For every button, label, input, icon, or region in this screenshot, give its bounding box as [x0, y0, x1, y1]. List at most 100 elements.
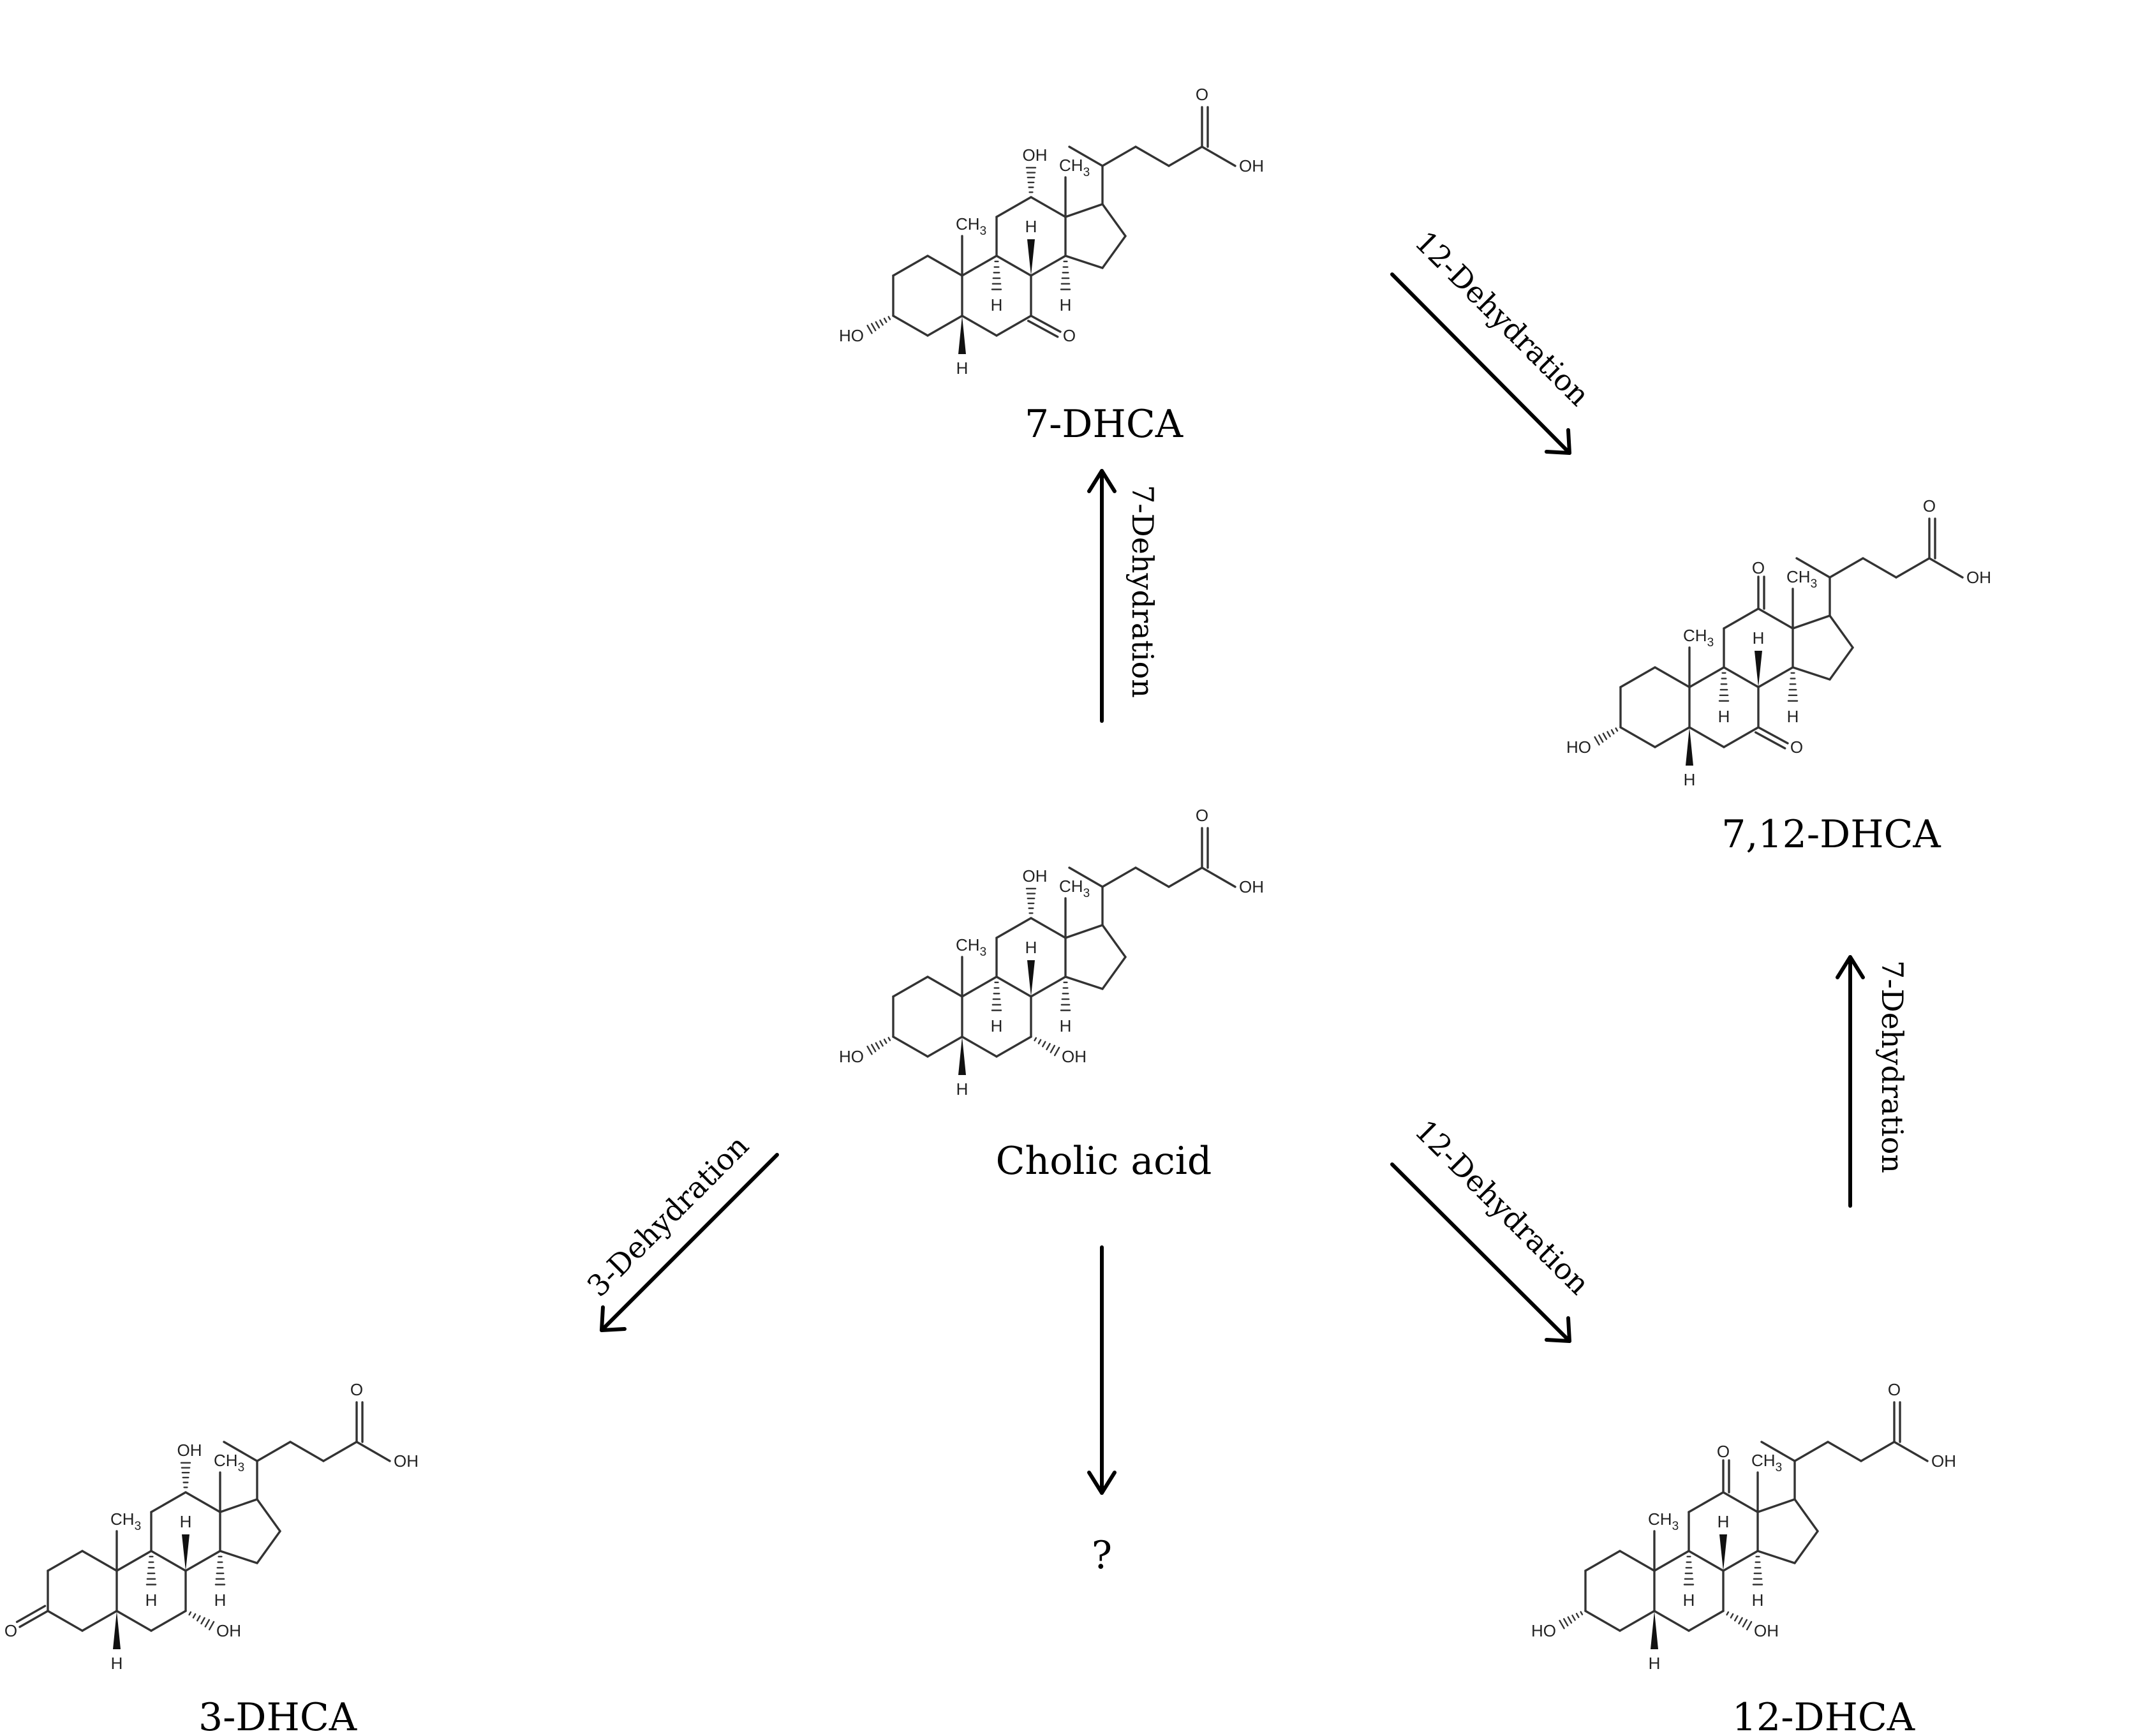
hash-segment [204, 1619, 211, 1628]
bond [1723, 666, 1760, 688]
bond [995, 976, 1032, 998]
ketone-bond-c7 [1030, 315, 1062, 333]
bond [1688, 726, 1725, 748]
h14-hash [1787, 672, 1799, 702]
bond [184, 1550, 221, 1572]
bond [995, 315, 1032, 337]
bond [1722, 1550, 1759, 1572]
hash-segment [1730, 1613, 1734, 1619]
hash-segment [200, 1617, 205, 1625]
h14-atom: H [1060, 1016, 1072, 1035]
acid-hydroxyl-atom: OH [1239, 156, 1264, 175]
bond [1101, 145, 1137, 167]
h9-atom: H [1683, 1591, 1695, 1610]
hash-segment [1607, 731, 1611, 738]
c3-hydroxyl-hash [866, 1037, 891, 1055]
methyl-subscript: 3 [1776, 1461, 1783, 1474]
hash-segment [208, 1621, 215, 1631]
bond [1101, 235, 1127, 269]
bond [995, 1035, 1032, 1058]
h5-wedge [1686, 727, 1693, 766]
bond [1792, 666, 1831, 681]
bond [1064, 976, 1104, 990]
h5-atom: H [956, 1079, 968, 1099]
h8-atom: H [1025, 938, 1037, 957]
bond [1793, 1441, 1829, 1462]
c12-hydroxyl-atom: OH [1023, 145, 1048, 165]
hash-segment [1746, 1621, 1753, 1631]
bond [289, 1441, 325, 1462]
bond [1688, 1610, 1725, 1632]
bond [1723, 607, 1760, 630]
h8-wedge [1027, 239, 1035, 276]
h8-atom: H [1718, 1512, 1730, 1531]
bond [256, 1441, 292, 1462]
arrow-cholic-to-7-dhca [1087, 469, 1117, 723]
methyl-c13-label: CH3 [1786, 567, 1817, 591]
bond [961, 315, 998, 337]
acid-hydroxyl-atom: OH [394, 1451, 419, 1471]
h8-atom: H [1753, 628, 1765, 648]
bond [1723, 726, 1760, 748]
bond [995, 196, 1032, 218]
h9-hash [991, 981, 1002, 1011]
hash-segment [875, 1042, 880, 1050]
bond [1584, 1550, 1621, 1572]
hash-segment [1602, 732, 1608, 740]
bond [926, 1035, 963, 1058]
bond [1030, 255, 1067, 277]
methyl-subscript: 3 [980, 225, 987, 238]
hash-segment [883, 1038, 887, 1044]
h9-atom: H [991, 1016, 1003, 1035]
h8-wedge [182, 1534, 189, 1571]
bond [1068, 866, 1104, 888]
bond [1101, 924, 1127, 958]
methyl-c10-label: CH3 [110, 1510, 141, 1533]
hash-segment [1046, 1042, 1051, 1051]
c7-hydroxyl-atom: OH [1754, 1621, 1779, 1640]
bond [1134, 866, 1170, 888]
bond [1722, 1491, 1759, 1513]
methyl-c13-label: CH3 [214, 1451, 244, 1474]
bond [926, 255, 963, 277]
h9-hash [1718, 672, 1730, 702]
h9-hash [145, 1555, 157, 1585]
c3-hydroxyl-atom: HO [839, 326, 864, 345]
c12-hydroxyl-atom: OH [177, 1441, 202, 1460]
h5-atom: H [111, 1654, 123, 1673]
bond [995, 917, 1032, 939]
acid-oxygen-atom: O [1923, 496, 1936, 516]
bond [1619, 1550, 1656, 1572]
bond [1201, 145, 1236, 167]
h5-atom: H [1684, 770, 1696, 789]
hash-segment [1594, 736, 1600, 746]
bond [892, 255, 929, 277]
h14-hash [1060, 981, 1071, 1011]
bond [961, 1035, 998, 1058]
bond [1619, 1610, 1656, 1632]
reaction-label-7-dehydration-b: 7-Dehydration [1875, 960, 1910, 1173]
bond [256, 1530, 281, 1564]
bond [115, 1550, 152, 1572]
hash-segment [1610, 729, 1615, 735]
h14-atom: H [1752, 1591, 1764, 1610]
acid-hydroxyl-atom: OH [1931, 1451, 1956, 1471]
bond [1793, 1498, 1819, 1532]
h14-atom: H [214, 1591, 226, 1610]
arrow-12-dhca-to-7-12-dhca [1836, 955, 1865, 1208]
bond [1134, 145, 1170, 167]
methyl-subscript: 3 [238, 1461, 245, 1474]
acid-oxygen-atom: O [1196, 806, 1208, 825]
bond [1653, 1550, 1690, 1572]
bond [892, 315, 929, 337]
methyl-subscript: 3 [980, 946, 987, 959]
bond [184, 1491, 221, 1513]
h8-wedge [1027, 960, 1035, 997]
bond [961, 255, 998, 277]
hash-segment [1742, 1619, 1748, 1628]
